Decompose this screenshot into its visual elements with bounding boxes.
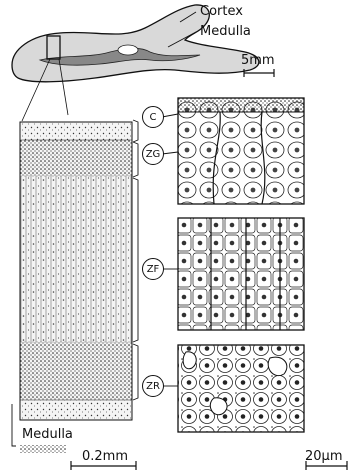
scale-label-left: 0.2mm xyxy=(82,450,128,463)
bracket-zg xyxy=(133,142,138,177)
bracket-zf xyxy=(133,178,138,342)
medulla-sample-strip xyxy=(20,445,66,453)
zone-c-marker: C xyxy=(142,106,164,128)
scale-label-top: 5mm xyxy=(241,54,275,67)
cortex-label: Cortex xyxy=(200,5,243,18)
zone-zg-marker: ZG xyxy=(142,143,164,165)
zg-band xyxy=(20,140,132,176)
capsule-strip xyxy=(178,98,304,112)
zf-band xyxy=(20,176,132,342)
zone-zf-marker: ZF xyxy=(142,258,164,280)
detail-panel-zf xyxy=(178,218,304,330)
bracket-zr xyxy=(133,344,138,400)
bracket-medulla xyxy=(12,404,16,446)
capsule-band xyxy=(20,122,132,140)
medulla-label-bottom: Medulla xyxy=(22,428,73,441)
zone-zr-marker: ZR xyxy=(142,375,164,397)
detail-panel-zr xyxy=(178,345,304,432)
bracket-c xyxy=(133,120,138,142)
medulla-core xyxy=(118,45,138,55)
zr-band xyxy=(20,342,132,400)
cortex-section xyxy=(20,122,132,420)
detail-panel-zg xyxy=(178,98,304,204)
scale-label-right: 20µm xyxy=(305,450,342,463)
medulla-band xyxy=(20,400,132,420)
medulla-label-top: Medulla xyxy=(200,25,251,38)
detail-connectors xyxy=(162,114,178,386)
